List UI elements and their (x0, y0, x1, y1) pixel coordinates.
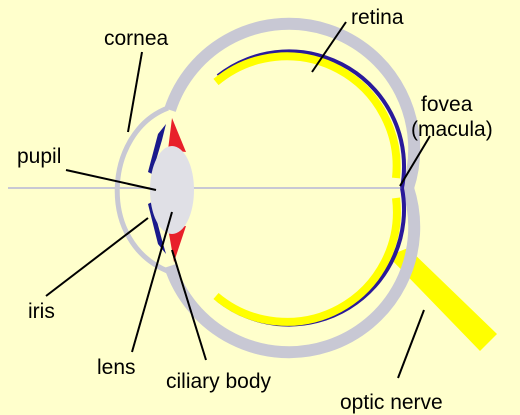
leader-optic-nerve (398, 310, 424, 378)
label-pupil: pupil (17, 145, 61, 168)
lens (150, 146, 194, 234)
label-ciliary-body: ciliary body (166, 370, 272, 393)
retina-upper (216, 56, 397, 178)
label-lens: lens (97, 356, 136, 379)
leader-iris (46, 218, 148, 296)
choroid-lower (218, 188, 404, 325)
choroid-upper (218, 51, 404, 188)
label-retina: retina (351, 6, 404, 29)
label-optic-nerve: optic nerve (340, 391, 443, 414)
leader-lens (132, 212, 172, 352)
retina-lower (216, 198, 397, 322)
label-macula: (macula) (411, 118, 493, 141)
leader-ciliary-body (172, 250, 206, 360)
leader-cornea (128, 52, 142, 132)
label-fovea: fovea (421, 93, 473, 116)
label-cornea: cornea (104, 27, 169, 50)
label-iris: iris (28, 300, 55, 323)
